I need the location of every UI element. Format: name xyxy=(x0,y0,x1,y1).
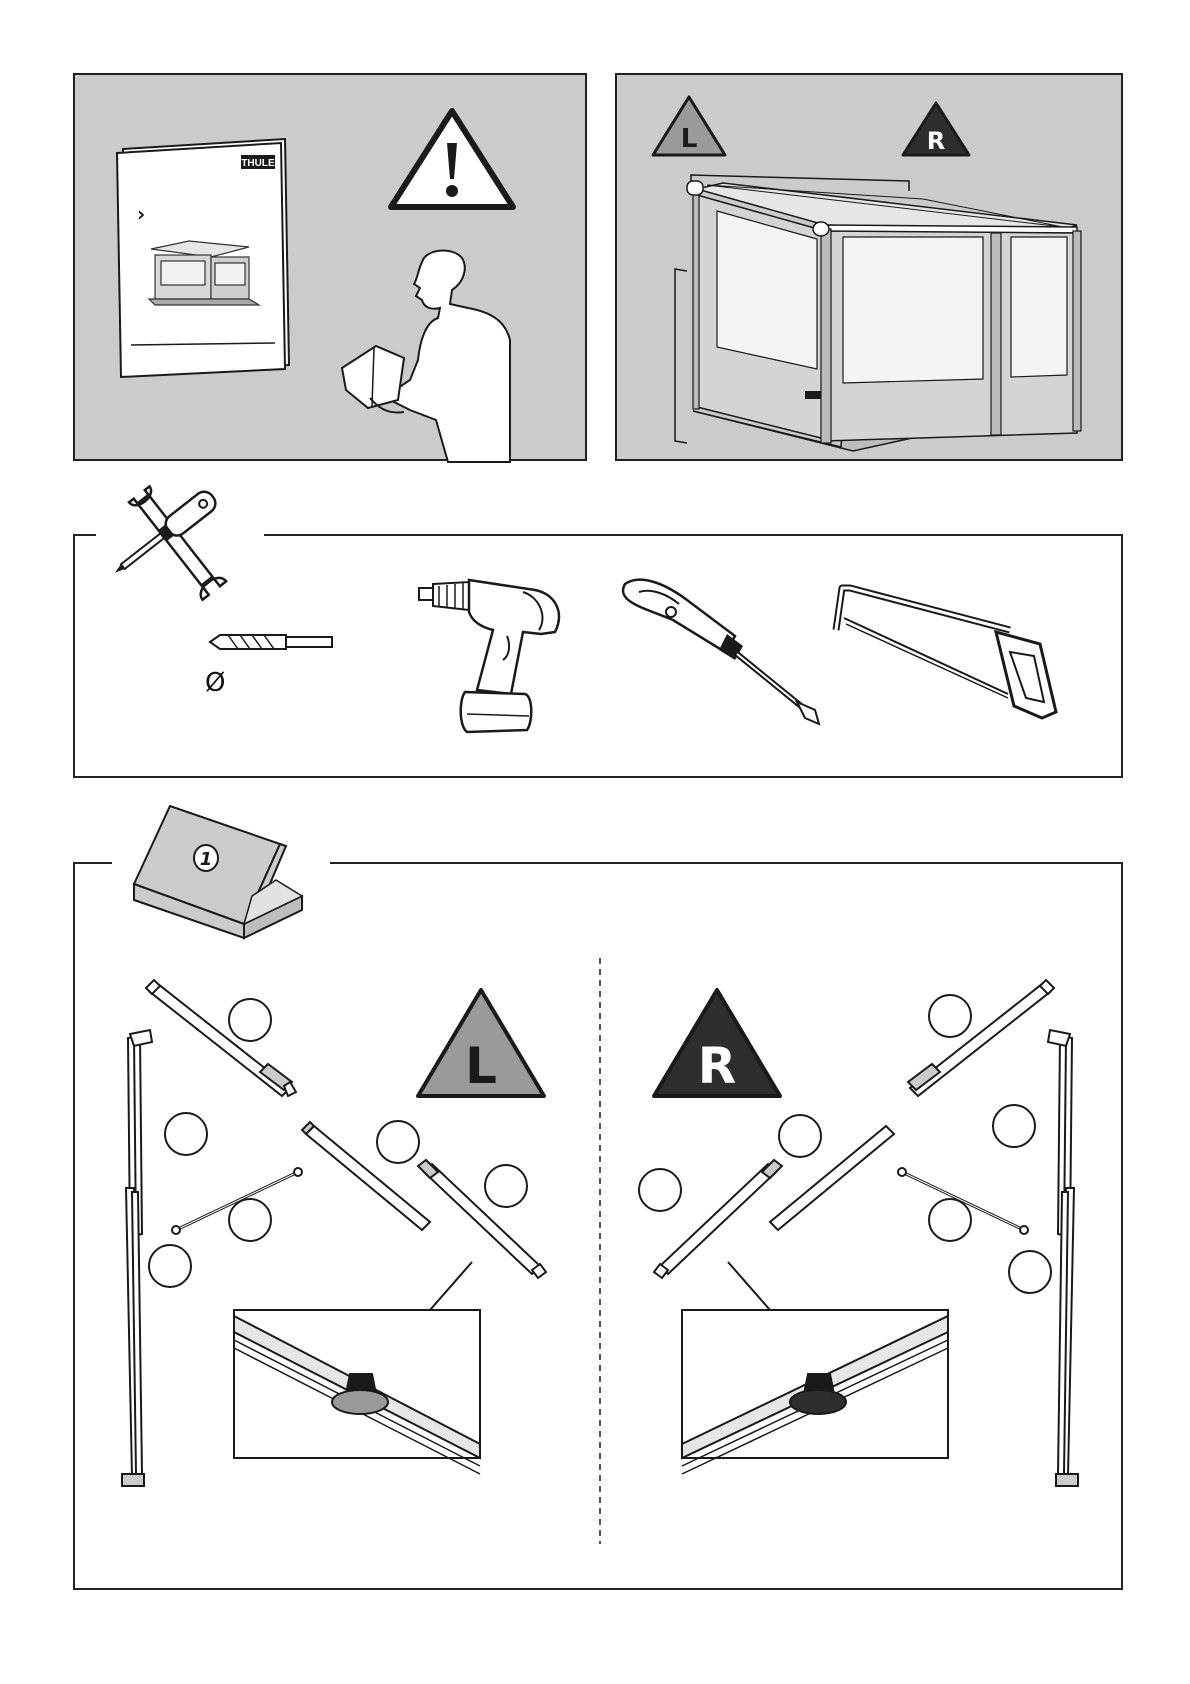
left-part-marker-2 xyxy=(165,1113,207,1155)
left-telescopic-pole-part xyxy=(418,1160,546,1278)
drill-bit-icon xyxy=(210,634,334,650)
right-part-marker-1 xyxy=(929,995,971,1037)
manual-icon: THULE › xyxy=(117,137,307,397)
right-part-marker-2 xyxy=(993,1105,1035,1147)
intro-panel-awning-sides: L R xyxy=(615,73,1123,461)
left-part-marker-3 xyxy=(377,1121,419,1163)
manual-brand-logo: THULE xyxy=(241,158,275,169)
box-number: 1 xyxy=(200,849,213,870)
awning-icon xyxy=(673,169,1093,453)
right-parts-group xyxy=(600,976,1100,1546)
drill-icon xyxy=(415,582,565,738)
left-part-marker-4 xyxy=(229,1199,271,1241)
right-part-marker-5 xyxy=(1009,1251,1051,1293)
intro-panel-read-manual: THULE › xyxy=(73,73,587,461)
warning-icon xyxy=(387,107,517,211)
left-marker-icon: L xyxy=(649,93,729,159)
left-marker-label: L xyxy=(681,124,698,154)
left-part-marker-1 xyxy=(229,999,271,1041)
tools-icon xyxy=(114,478,244,606)
box-icon: 1 xyxy=(134,804,310,940)
right-marker-icon: R xyxy=(899,99,973,159)
left-part-marker-5 xyxy=(149,1245,191,1287)
screwdriver-icon xyxy=(615,578,825,728)
manual-chevron: › xyxy=(137,202,145,226)
left-detail-callout xyxy=(234,1310,480,1474)
left-parts-group xyxy=(100,976,600,1546)
right-detail-callout xyxy=(682,1310,948,1474)
right-part-marker-6 xyxy=(639,1169,681,1211)
right-marker-label: R xyxy=(927,127,945,155)
right-rafter-part xyxy=(908,980,1054,1096)
hacksaw-icon xyxy=(830,584,1060,722)
right-part-marker-3 xyxy=(779,1115,821,1157)
left-rafter-part xyxy=(146,980,296,1096)
drill-diameter-symbol: Ø xyxy=(205,668,225,698)
right-part-marker-4 xyxy=(929,1199,971,1241)
left-part-marker-6 xyxy=(485,1165,527,1207)
person-reading-icon xyxy=(340,250,510,462)
